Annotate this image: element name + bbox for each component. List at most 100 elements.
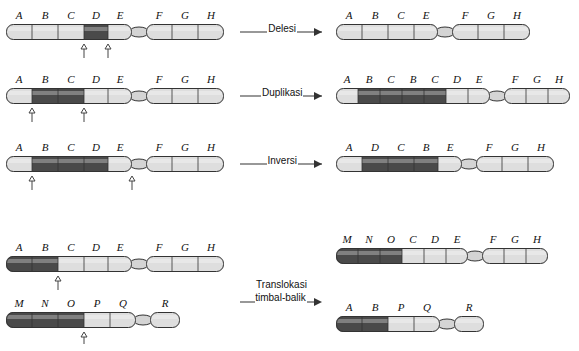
- segment-border: [446, 248, 447, 264]
- segment-border: [84, 256, 85, 272]
- gene-letter: A: [6, 240, 32, 254]
- chromosome-segment: [526, 88, 548, 104]
- gene-letter: C: [380, 72, 402, 86]
- gene-letter: H: [504, 8, 530, 22]
- segment-border: [172, 256, 173, 272]
- chromosome-segment: [504, 248, 526, 264]
- segment-border: [526, 248, 527, 264]
- gene-letter: R: [150, 296, 180, 310]
- chromosome-segment: [110, 312, 136, 328]
- gene-letter: P: [388, 300, 414, 314]
- chromosome-segment: [388, 316, 414, 332]
- chromosome-segment: [108, 88, 132, 104]
- gene-letter: O: [58, 296, 84, 310]
- gene-letter: C: [388, 140, 414, 154]
- chromosome-segment: [388, 24, 414, 40]
- chromosome-segment: [198, 256, 224, 272]
- chromosome-segment: [380, 88, 402, 104]
- chromosome-body: [336, 88, 570, 104]
- segment-border: [108, 24, 109, 40]
- gene-letter: Q: [414, 300, 440, 314]
- chromosome-segment: [58, 88, 84, 104]
- gene-letter: B: [32, 8, 58, 22]
- gene-letter: B: [32, 140, 58, 154]
- mutation-label: Translokasi timbal-balik: [255, 279, 307, 303]
- gene-letter: A: [6, 72, 32, 86]
- gene-letter: D: [84, 140, 108, 154]
- gene-letter: B: [362, 8, 388, 22]
- chromosome-segment: [32, 156, 58, 172]
- chromosome-segment: [58, 24, 84, 40]
- chromosome-segment: [452, 24, 478, 40]
- chromosome-outline: [505, 89, 570, 104]
- chromosome: MNOCDEFGH: [336, 232, 548, 264]
- gene-letter: E: [468, 72, 490, 86]
- chromosome-segment: [6, 156, 32, 172]
- gene-letter: E: [108, 240, 132, 254]
- segment-border: [172, 156, 173, 172]
- segment-border: [424, 248, 425, 264]
- segment-border: [58, 24, 59, 40]
- chromosome-outline: [7, 89, 132, 104]
- chromosome-outline: [147, 25, 224, 40]
- chromosome-segment: [362, 156, 388, 172]
- segment-border: [84, 88, 85, 104]
- chromosome-segment: [336, 316, 362, 332]
- segment-border: [58, 88, 59, 104]
- chromosome-segment: [146, 88, 172, 104]
- segment-border: [198, 88, 199, 104]
- gene-letter: G: [526, 72, 548, 86]
- gene-letter: C: [402, 232, 424, 246]
- highlight: [336, 91, 570, 95]
- chromosome-segment: [6, 312, 32, 328]
- chromosome-segment: [336, 156, 362, 172]
- segment-border: [414, 316, 415, 332]
- chromosome-outline: [337, 249, 468, 264]
- chromosome-outline: [7, 157, 132, 172]
- chromosome-segment: [362, 24, 388, 40]
- highlight: [6, 27, 224, 31]
- chromosome-outline: [147, 89, 224, 104]
- gene-letter: R: [454, 300, 484, 314]
- gene-letter: B: [32, 72, 58, 86]
- segment-border: [504, 24, 505, 40]
- segment-border: [110, 312, 111, 328]
- segment-border: [58, 256, 59, 272]
- chromosome-segment: [146, 256, 172, 272]
- chromosome-segment: [172, 256, 198, 272]
- break-arrow: [105, 44, 111, 58]
- segment-border: [362, 156, 363, 172]
- gene-letter: E: [108, 72, 132, 86]
- chromosome-segment: [414, 156, 438, 172]
- chromosome-outline: [337, 157, 462, 172]
- gene-letter: G: [172, 72, 198, 86]
- chromosome-body: [6, 88, 224, 104]
- chromosome-segment: [146, 24, 172, 40]
- chromosome: ADCBEFGH: [336, 140, 554, 172]
- break-arrow: [81, 108, 87, 122]
- segment-border: [414, 156, 415, 172]
- gene-letter: A: [336, 8, 362, 22]
- chromosome-segment: [402, 248, 424, 264]
- chromosome-outline: [337, 25, 438, 40]
- segment-border: [84, 24, 85, 40]
- gene-letter: A: [6, 140, 32, 154]
- segment-border: [58, 312, 59, 328]
- chromosome-body: [336, 156, 554, 172]
- highlight: [6, 259, 224, 263]
- chromosome-outline: [7, 257, 132, 272]
- break-arrow: [129, 176, 135, 190]
- gene-letter: B: [32, 240, 58, 254]
- gene-letter: H: [548, 72, 570, 86]
- chromosome-segment: [32, 88, 58, 104]
- chromosome-body: [336, 248, 548, 264]
- chromosome-segment: [84, 156, 108, 172]
- chromosome-body: [6, 24, 224, 40]
- chromosome-segment: [388, 156, 414, 172]
- gene-letter: O: [380, 232, 402, 246]
- chromosome-outline: [151, 313, 180, 328]
- segment-border: [446, 88, 447, 104]
- gene-letter: H: [198, 8, 224, 22]
- segment-border: [478, 24, 479, 40]
- chromosome-segment: [336, 24, 362, 40]
